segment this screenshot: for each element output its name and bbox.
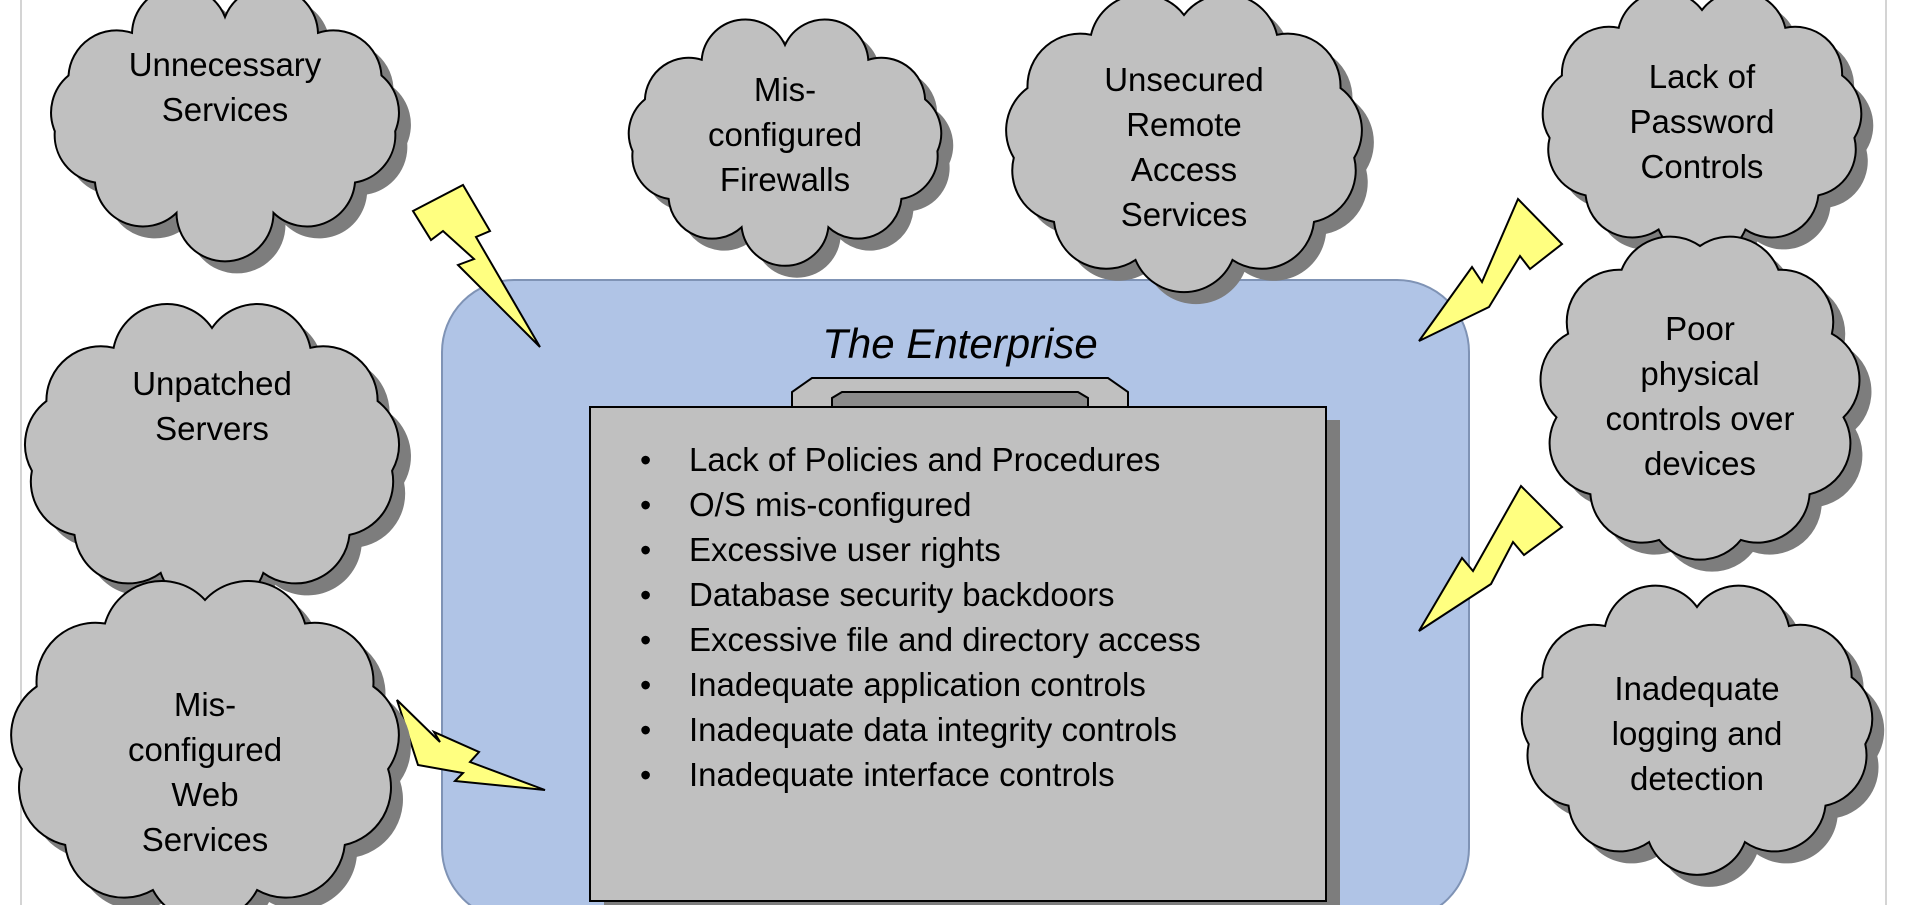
- vulnerability-item: Lack of Policies and Procedures: [689, 441, 1160, 478]
- enterprise-title: The Enterprise: [822, 320, 1097, 367]
- cloud-label-line: controls over: [1606, 400, 1795, 437]
- lightning-bolt-icon: [1418, 484, 1564, 632]
- vulnerability-item: Inadequate application controls: [689, 666, 1146, 703]
- cloud-label-line: Unsecured: [1104, 61, 1264, 98]
- vulnerability-item: Excessive user rights: [689, 531, 1001, 568]
- lightning-bolt-icon: [1418, 197, 1564, 342]
- cloud-label-line: Lack of: [1649, 58, 1756, 95]
- vulnerability-item: Excessive file and directory access: [689, 621, 1201, 658]
- frame-left-border: [20, 0, 22, 905]
- cloud-label-line: Inadequate: [1614, 670, 1779, 707]
- cloud-icon: [10, 580, 400, 905]
- list-bullet: •: [640, 532, 651, 568]
- vulnerability-item: Inadequate interface controls: [689, 756, 1115, 793]
- cloud-label-line: Services: [162, 91, 289, 128]
- list-bullet: •: [640, 667, 651, 703]
- cloud-label-line: Unnecessary: [129, 46, 322, 83]
- vulnerability-item: O/S mis-configured: [689, 486, 971, 523]
- vulnerability-item: Inadequate data integrity controls: [689, 711, 1177, 748]
- cloud-label-line: Poor: [1665, 310, 1735, 347]
- frame-right-border: [1885, 0, 1887, 905]
- cloud-label-line: Mis-: [754, 71, 816, 108]
- cloud-icon: [1005, 0, 1363, 294]
- lightning-bolt-icon: [411, 183, 541, 348]
- cloud-label-line: Remote: [1126, 106, 1242, 143]
- cloud-icon: [50, 0, 400, 263]
- cloud-icon: [627, 18, 943, 267]
- cloud-label-line: Services: [1121, 196, 1248, 233]
- cloud-label-line: physical: [1640, 355, 1759, 392]
- list-bullet: •: [640, 577, 651, 613]
- cloud-icon: [1520, 584, 1874, 876]
- list-bullet: •: [640, 622, 651, 658]
- lightning-bolt-icon: [396, 699, 546, 791]
- lightning-bolts: [396, 183, 1564, 791]
- cloud-label-line: Web: [171, 776, 238, 813]
- cloud-poor-physical-controls: Poor physical controls over devices: [1539, 235, 1872, 572]
- list-bullet: •: [640, 442, 651, 478]
- cloud-label-line: Servers: [155, 410, 269, 447]
- cloud-label-line: logging and: [1612, 715, 1783, 752]
- cloud-label-line: devices: [1644, 445, 1756, 482]
- cloud-label-line: Services: [142, 821, 269, 858]
- cloud-label-line: detection: [1630, 760, 1764, 797]
- vulnerability-list: • Lack of Policies and Procedures • O/S mis…: [640, 441, 1201, 793]
- cloud-label-line: Unpatched: [132, 365, 292, 402]
- vulnerability-item: Database security backdoors: [689, 576, 1115, 613]
- cloud-icon: [1539, 235, 1861, 561]
- cloud-label-line: Access: [1131, 151, 1237, 188]
- briefcase-body: [589, 406, 1327, 902]
- cloud-label-line: Controls: [1641, 148, 1764, 185]
- briefcase-handle: [791, 377, 1129, 409]
- list-bullet: •: [640, 487, 651, 523]
- cloud-label-line: configured: [128, 731, 282, 768]
- cloud-inadequate-logging: Inadequate logging and detection: [1520, 584, 1885, 887]
- threat-clouds: UnnecessaryServicesMis-configuredFirewal…: [10, 0, 1885, 905]
- cloud-label-line: Password: [1630, 103, 1775, 140]
- cloud-label-line: configured: [708, 116, 862, 153]
- cloud-label-line: Mis-: [174, 686, 236, 723]
- list-bullet: •: [640, 757, 651, 793]
- cloud-label-line: Firewalls: [720, 161, 850, 198]
- list-bullet: •: [640, 712, 651, 748]
